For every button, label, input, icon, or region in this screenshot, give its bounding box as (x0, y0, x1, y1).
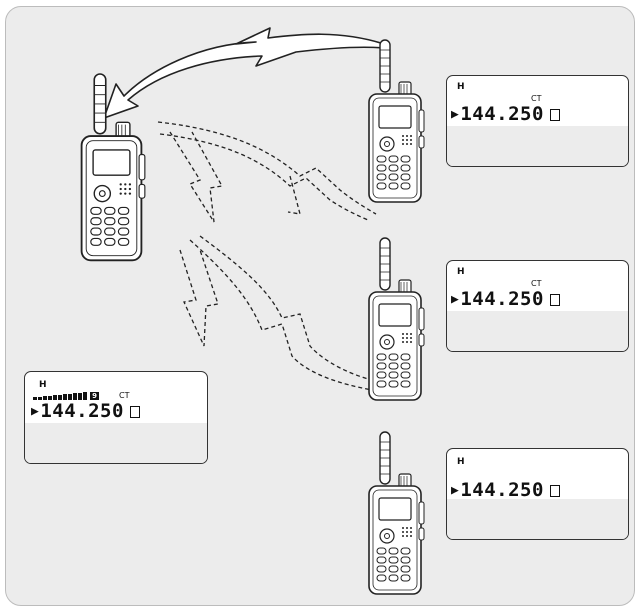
channel-box-icon (130, 406, 140, 418)
ctcss-indicator: CT (531, 279, 541, 288)
frequency-readout: ▶144.250 (451, 288, 560, 310)
slave-radio-1 (369, 40, 424, 202)
frequency-value: 144.250 (40, 400, 124, 422)
power-indicator: H (457, 82, 465, 92)
slave-lcd-display-1: H CT ▶144.250 (446, 75, 629, 167)
channel-box-icon (550, 485, 560, 497)
master-lcd-display: H 9 CT ▶144.250 (24, 371, 208, 464)
frequency-value: 144.250 (460, 288, 544, 310)
frequency-readout: ▶144.250 (31, 400, 140, 422)
slave-lcd-display-3: H ▶144.250 (446, 448, 629, 540)
frequency-readout: ▶144.250 (451, 479, 560, 501)
transmission-arrows (158, 122, 380, 390)
cursor-triangle-icon: ▶ (451, 483, 459, 498)
channel-box-icon (550, 109, 560, 121)
power-indicator: H (39, 380, 47, 390)
return-signal-arrow (104, 28, 384, 118)
frequency-value: 144.250 (460, 479, 544, 501)
frequency-readout: ▶144.250 (451, 103, 560, 125)
cursor-triangle-icon: ▶ (31, 404, 39, 419)
slave-radio-2 (369, 238, 424, 400)
s-meter-label: 9 (90, 392, 99, 400)
s-meter: 9 (33, 392, 99, 400)
cursor-triangle-icon: ▶ (451, 107, 459, 122)
power-indicator: H (457, 267, 465, 277)
frequency-value: 144.250 (460, 103, 544, 125)
slave-lcd-display-2: H CT ▶144.250 (446, 260, 629, 352)
cursor-triangle-icon: ▶ (451, 292, 459, 307)
channel-box-icon (550, 294, 560, 306)
ctcss-indicator: CT (119, 391, 129, 400)
ctcss-indicator: CT (531, 94, 541, 103)
slave-radio-3 (369, 432, 424, 594)
power-indicator: H (457, 457, 465, 467)
